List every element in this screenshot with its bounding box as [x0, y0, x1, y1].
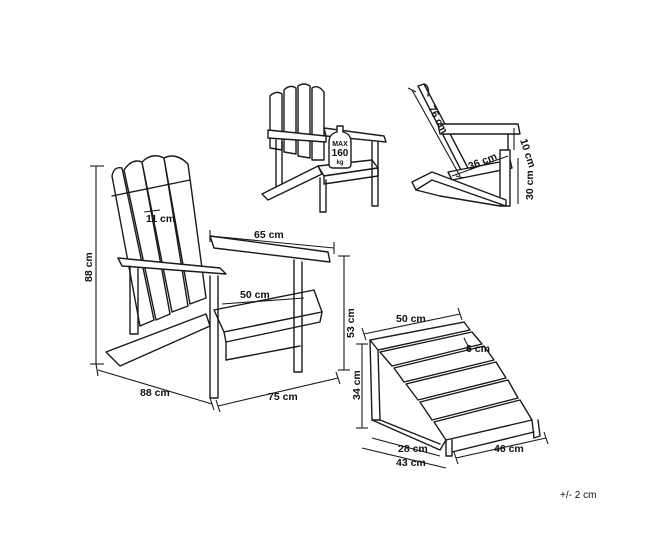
- dim-chair-height: [90, 165, 104, 365]
- label-stool-length: 46 cm: [494, 443, 524, 455]
- footstool-view: [369, 321, 541, 457]
- dim-stool-height: [356, 343, 368, 429]
- dim-stool-base-width: [361, 447, 447, 469]
- label-chair-height: 88 cm: [83, 252, 95, 282]
- label-armrest-rise: 10 cm: [517, 137, 538, 169]
- dim-chair-depth: [95, 363, 215, 411]
- label-stool-base-width: 43 cm: [396, 457, 426, 469]
- label-stool-height: 34 cm: [351, 370, 363, 400]
- dim-seat-width: [221, 297, 305, 305]
- label-armrest-span: 65 cm: [254, 229, 284, 241]
- dim-seat-height: [338, 255, 350, 371]
- max-weight-badge: MAX 160 kg: [328, 125, 352, 169]
- badge-weight-value: 160: [332, 148, 349, 159]
- label-chair-width: 75 cm: [268, 391, 298, 403]
- dim-slat-width: [143, 209, 161, 213]
- label-stool-front-width: 28 cm: [398, 443, 428, 455]
- dim-stool-length: [453, 431, 549, 465]
- chair-front-view-small: [261, 83, 387, 213]
- label-seat-width: 50 cm: [240, 289, 270, 301]
- tolerance-note: +/- 2 cm: [560, 490, 596, 501]
- label-stool-width: 50 cm: [396, 313, 426, 325]
- dim-stool-front-width: [371, 437, 441, 457]
- dim-chair-width: [215, 371, 341, 413]
- dim-armrest-span: [209, 230, 335, 254]
- label-chair-depth: 88 cm: [140, 387, 170, 399]
- dim-stool-width: [361, 307, 463, 341]
- dim-stool-slat-gap: [463, 337, 471, 351]
- badge-max-text: MAX: [332, 141, 348, 148]
- badge-unit-text: kg: [336, 160, 343, 166]
- label-seat-front-height: 30 cm: [524, 170, 536, 200]
- label-stool-slat-gap: 6 cm: [466, 343, 490, 355]
- chair-side-view: [407, 83, 521, 207]
- label-seat-height: 53 cm: [345, 308, 357, 338]
- chair-main-view: [105, 155, 331, 399]
- label-slat-width: 11 cm: [146, 213, 175, 225]
